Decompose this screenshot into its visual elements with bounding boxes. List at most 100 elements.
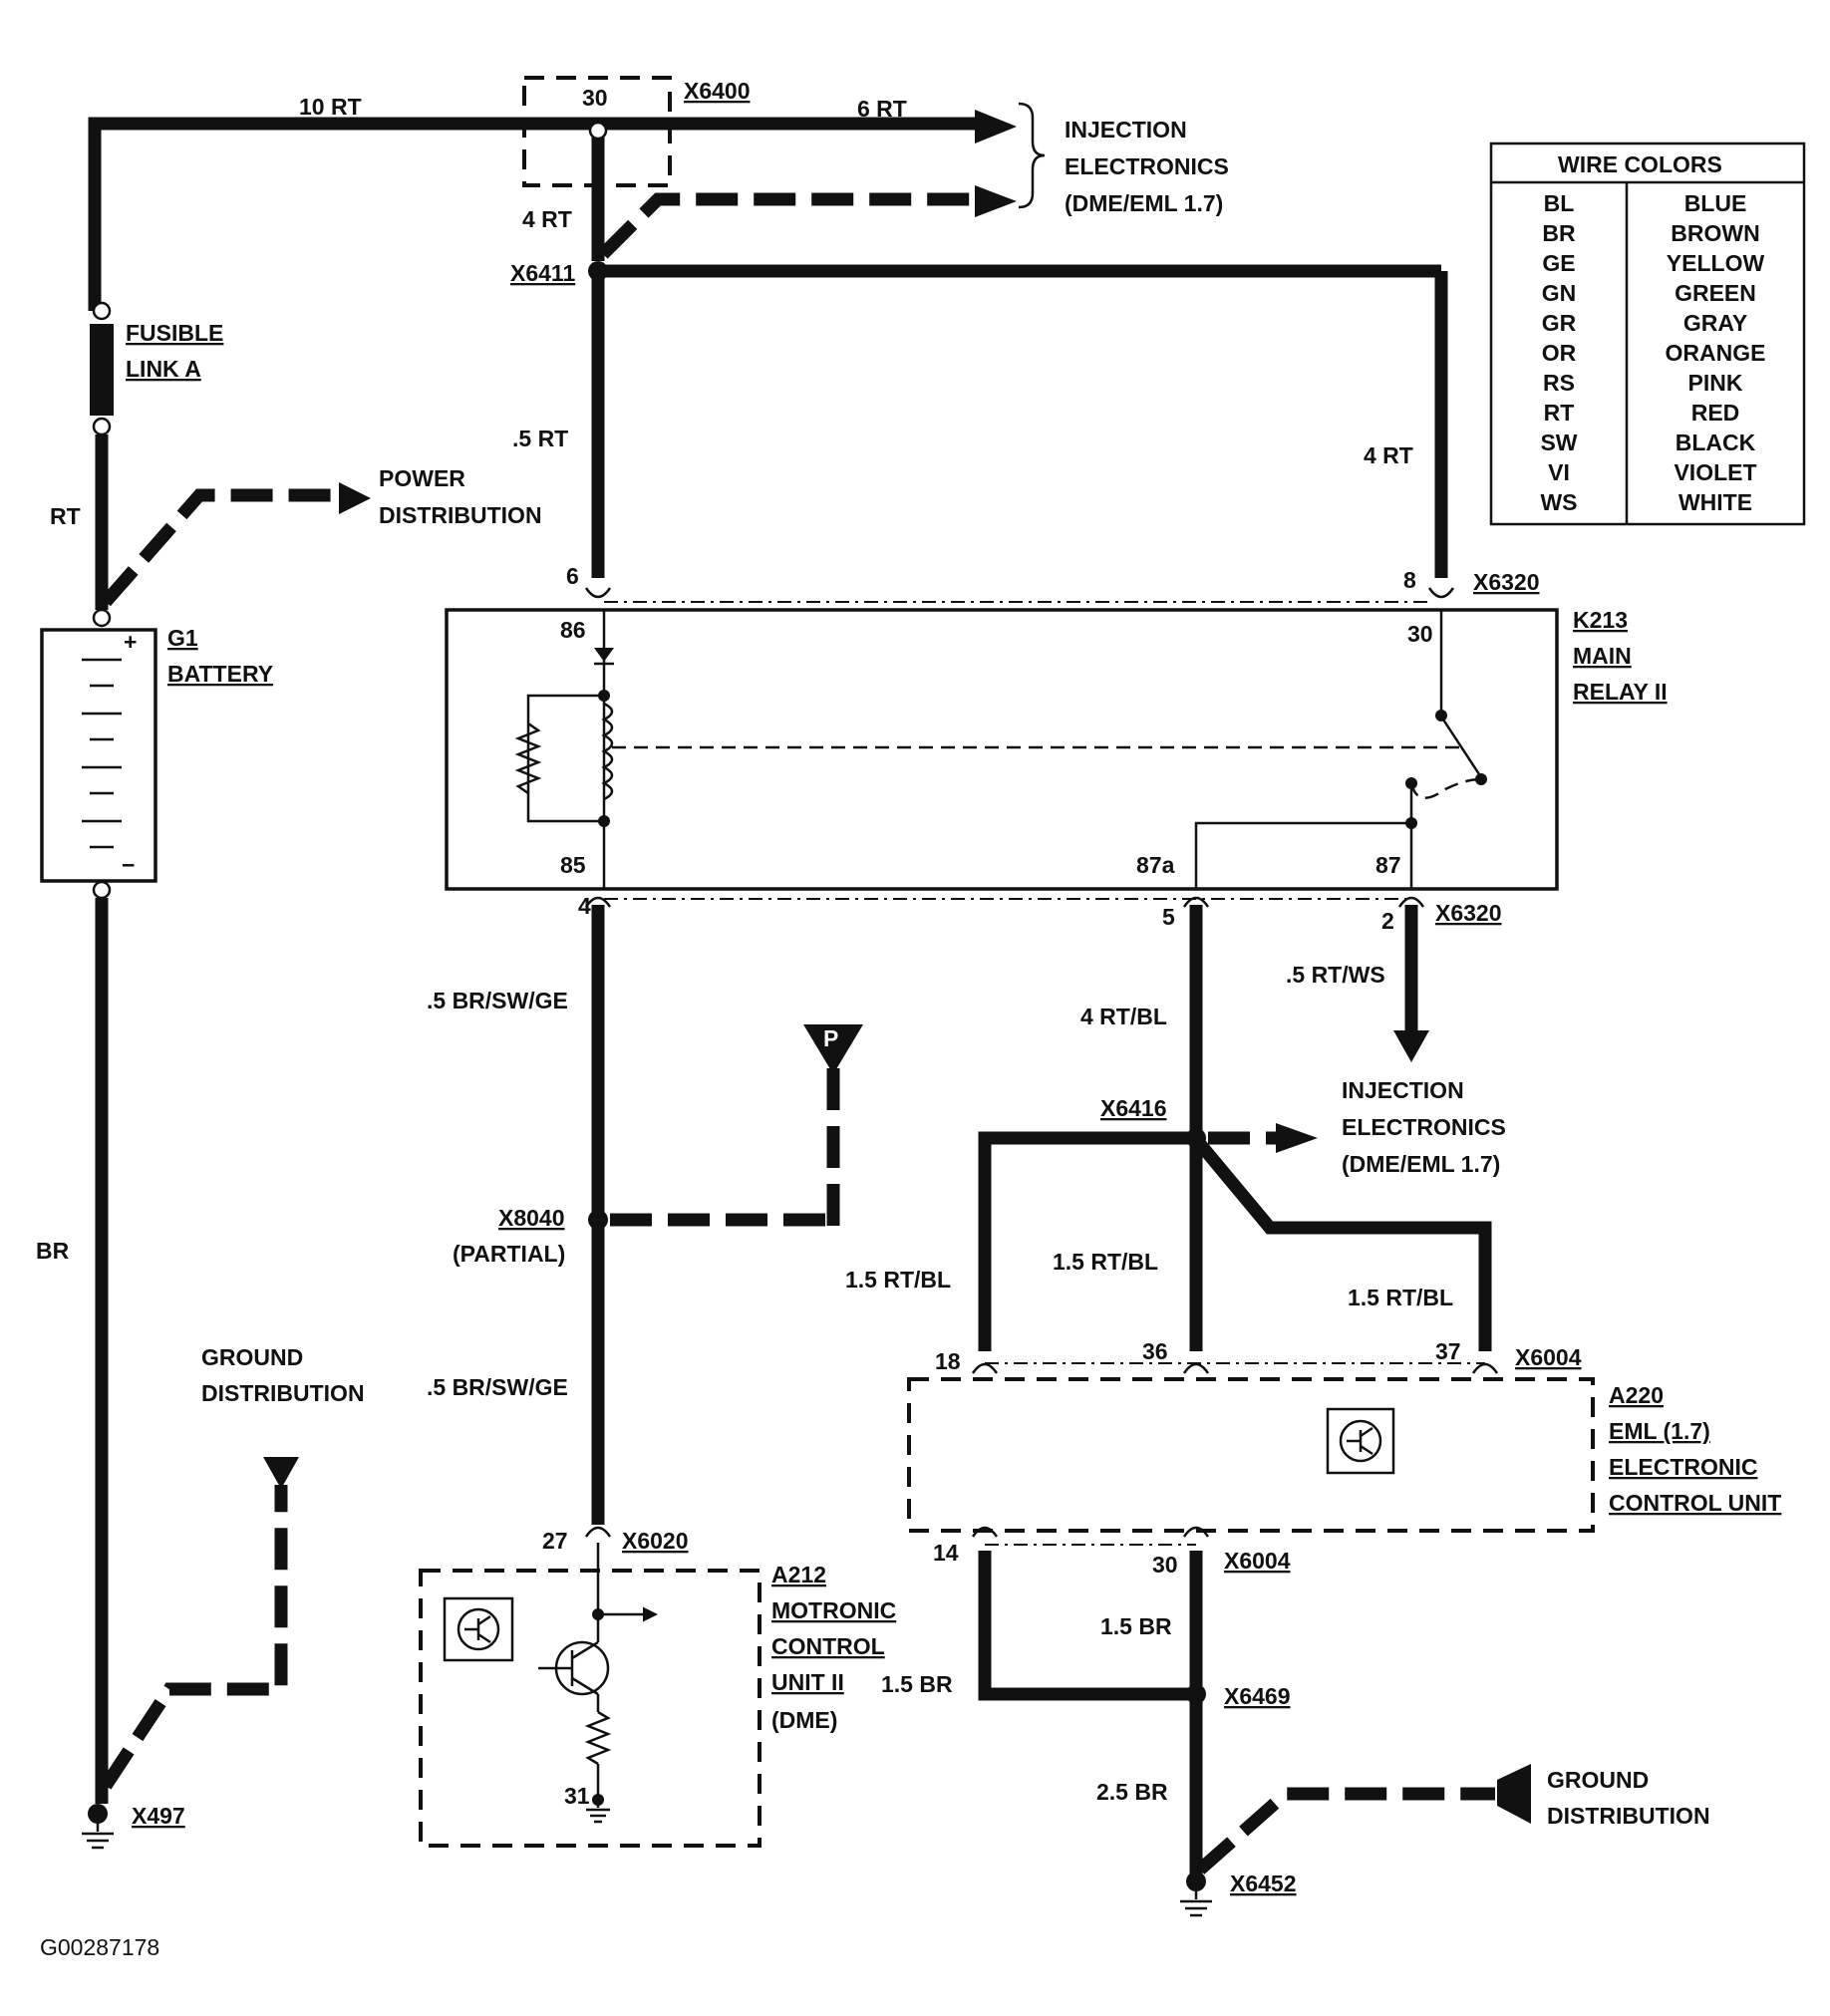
a212-box (419, 1569, 762, 1848)
injection-electronics-2-label-line1: INJECTION (1342, 1077, 1464, 1103)
ground-symbol-icon (82, 1824, 114, 1850)
connector-label-x6416: X6416 (1100, 1095, 1167, 1121)
connector-label-x6411: X6411 (510, 260, 575, 286)
electronic-module-icon (1326, 1407, 1395, 1475)
connector-label-x8040-note: (PARTIAL) (453, 1241, 565, 1267)
dme-circuit (419, 905, 863, 1848)
legend-code: RS (1543, 370, 1575, 396)
connector-label-x8040: X8040 (498, 1205, 565, 1231)
brace-icon (1018, 102, 1046, 209)
wire-label-6rt: 6 RT (857, 96, 907, 122)
power-distribution-label-line1: POWER (379, 465, 465, 491)
battery-circuit (40, 301, 371, 1850)
relay-box (445, 608, 1559, 891)
figure-id: G00287178 (40, 1934, 159, 1960)
ground-label-x497: X497 (132, 1803, 185, 1829)
pin-30-eml: 30 (1152, 1552, 1178, 1578)
pin-label: 30 (582, 85, 608, 111)
arrow-head-icon (1497, 1764, 1531, 1824)
legend-color-name: GRAY (1683, 310, 1747, 336)
pin-85: 85 (560, 852, 586, 878)
connector-label-x6020: X6020 (622, 1528, 689, 1554)
main-feed-wiring (88, 110, 1448, 578)
eml-circuit (907, 905, 1595, 1917)
wire-label-4rtbl: 4 RT/BL (1080, 1004, 1167, 1029)
a212-label-line5: (DME) (771, 1707, 837, 1733)
legend-code: GR (1542, 310, 1577, 336)
a212-label-line4: UNIT II (771, 1669, 844, 1695)
ground-distribution-label-line2: DISTRIBUTION (201, 1380, 365, 1406)
legend-color-name: WHITE (1678, 489, 1752, 515)
legend-box (1489, 142, 1806, 526)
connector-label-x6469: X6469 (1224, 1683, 1291, 1709)
pin-4: 4 (578, 893, 591, 919)
battery-plus: + (124, 629, 137, 655)
connector-label-x6320-bottom: X6320 (1435, 900, 1502, 926)
ground-symbol-icon (586, 1800, 610, 1824)
splice-x6411-icon (588, 261, 608, 281)
a212-label-line2: MOTRONIC (771, 1597, 896, 1623)
injection-electronics-label-line2: ELECTRONICS (1065, 153, 1229, 179)
pin-8: 8 (1403, 567, 1416, 593)
connector-label-x6400: X6400 (684, 78, 751, 104)
legend-code: BR (1542, 220, 1576, 246)
ground-distribution-2-label-line2: DISTRIBUTION (1547, 1803, 1710, 1829)
legend-title: WIRE COLORS (1558, 151, 1722, 177)
a212-label-line3: CONTROL (771, 1633, 885, 1659)
legend-color-name: PINK (1688, 370, 1743, 396)
legend-color-name: ORANGE (1666, 340, 1766, 366)
wire-label-4rt-right: 4 RT (1364, 442, 1413, 468)
pin-14: 14 (933, 1540, 959, 1566)
ground-label-x6452: X6452 (1230, 1871, 1297, 1896)
wire-label-05rtws: .5 RT/WS (1286, 962, 1385, 988)
pin-27: 27 (542, 1528, 568, 1554)
legend-color-name: VIOLET (1674, 459, 1756, 485)
pin-86: 86 (560, 617, 586, 643)
a220-box (907, 1377, 1595, 1533)
injection-electronics-label-line3: (DME/EML 1.7) (1065, 190, 1223, 216)
wire-label-10rt: 10 RT (299, 94, 362, 120)
wire-label-15rtbl-middle: 1.5 RT/BL (1053, 1249, 1158, 1275)
pin-87a: 87a (1136, 852, 1175, 878)
battery-label-line1: G1 (167, 625, 198, 651)
battery-icon (40, 628, 157, 883)
diode-icon (594, 648, 614, 662)
legend-code: GN (1542, 280, 1577, 306)
fusible-link-label-line2: LINK A (126, 356, 201, 382)
resistor-icon (584, 1710, 612, 1766)
wire-label-15br-right: 1.5 BR (1100, 1613, 1172, 1639)
ground-distribution-2-label-line1: GROUND (1547, 1767, 1649, 1793)
a212-label-line1: A212 (771, 1562, 826, 1587)
connector-label-x6004-top: X6004 (1515, 1344, 1582, 1370)
legend-color-name: BLUE (1684, 190, 1747, 216)
connector-label-x6004-bottom: X6004 (1224, 1548, 1291, 1574)
pin-5: 5 (1162, 904, 1175, 930)
fusible-link-icon (90, 324, 114, 416)
battery-label-line2: BATTERY (167, 661, 273, 687)
legend-code: SW (1540, 430, 1577, 455)
relay-coil-icon (601, 702, 614, 801)
wire-label-br: BR (36, 1238, 70, 1264)
legend-code: BL (1544, 190, 1575, 216)
battery-cells-icon (82, 658, 122, 849)
legend-color-name: RED (1691, 400, 1740, 426)
arrow-head-icon (975, 185, 1017, 217)
pin-36: 36 (1142, 1338, 1168, 1364)
legend-code: OR (1542, 340, 1577, 366)
pin-31: 31 (564, 1783, 590, 1809)
pin-18: 18 (935, 1348, 961, 1374)
wire-label-05brswge-upper: .5 BR/SW/GE (427, 988, 568, 1013)
battery-minus: − (122, 852, 135, 878)
electronic-module-icon (443, 1596, 514, 1662)
resistor-icon (514, 721, 542, 795)
legend-code: GE (1542, 250, 1575, 276)
relay-label-line3: RELAY II (1573, 679, 1668, 705)
injection-electronics-2-label-line2: ELECTRONICS (1342, 1114, 1506, 1140)
connector-box-x6400 (522, 76, 672, 187)
wire-label-rt: RT (50, 503, 81, 529)
wire-label-15rtbl-right: 1.5 RT/BL (1348, 1285, 1453, 1310)
injection-electronics-label-line1: INJECTION (1065, 117, 1187, 143)
pin-37: 37 (1435, 1338, 1461, 1364)
relay-label-line2: MAIN (1573, 643, 1632, 669)
